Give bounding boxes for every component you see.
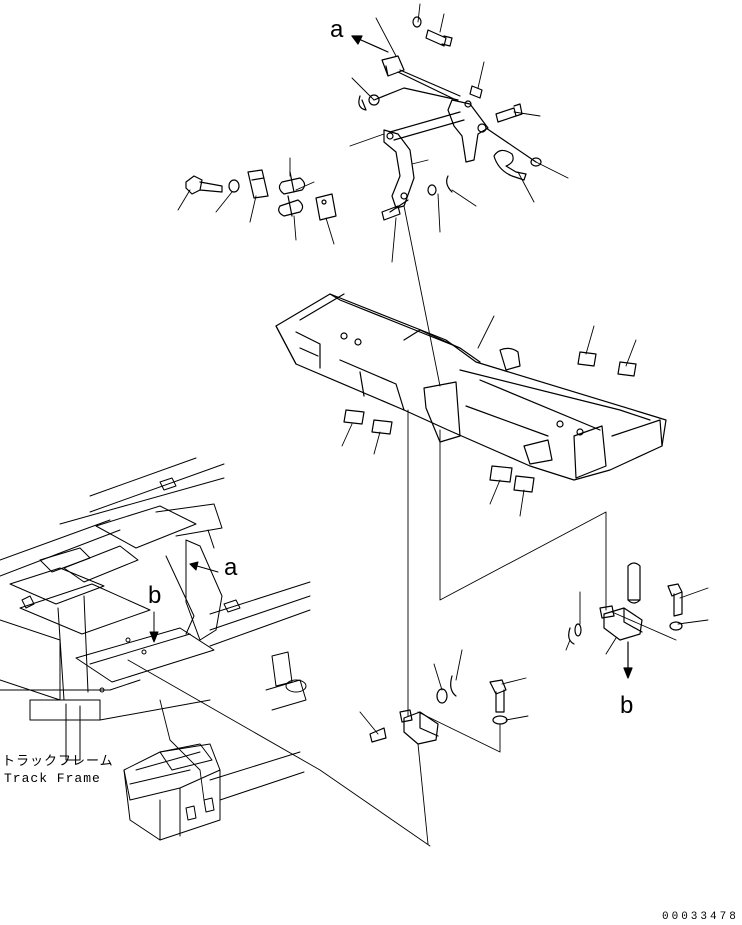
bushing-upper bbox=[278, 171, 306, 195]
pin-head-right bbox=[493, 149, 527, 181]
bracket-parts bbox=[177, 157, 337, 245]
bolt-top bbox=[425, 29, 453, 47]
washer-small-right bbox=[574, 623, 582, 637]
pin-top-right bbox=[469, 85, 483, 99]
washer-top bbox=[412, 16, 422, 28]
track-frame-view bbox=[0, 457, 431, 847]
cover-plate bbox=[315, 193, 337, 221]
label-plate-3 bbox=[343, 409, 365, 425]
washer-right-low bbox=[669, 621, 683, 631]
track-frame-label-english: Track Frame bbox=[4, 771, 101, 786]
bolt-lower bbox=[489, 679, 507, 713]
lever-arm bbox=[383, 129, 415, 209]
routing-line-upper bbox=[403, 205, 441, 387]
washer-middle bbox=[427, 184, 437, 196]
clip-right bbox=[568, 627, 575, 645]
link-rod bbox=[389, 69, 465, 141]
label-plate-2 bbox=[617, 361, 637, 377]
bushing-lower bbox=[278, 195, 304, 217]
washer-lower-right bbox=[492, 715, 508, 725]
clip-lower bbox=[450, 675, 457, 697]
bolt-vertical-right bbox=[667, 583, 683, 617]
bolt-right bbox=[495, 103, 523, 123]
washer-right bbox=[530, 157, 542, 167]
lower-bracket-group bbox=[359, 649, 529, 845]
drawing-number: 00033478 bbox=[662, 911, 739, 923]
label-plate-4 bbox=[371, 419, 393, 435]
callout-a-frame: a bbox=[224, 554, 238, 581]
right-bracket-group bbox=[565, 562, 709, 679]
clamp-plate bbox=[247, 169, 269, 199]
clip-left bbox=[358, 95, 367, 111]
pin-lower bbox=[381, 205, 401, 221]
callout-b-frame: b bbox=[148, 582, 162, 609]
bracket-box-lower bbox=[403, 711, 439, 745]
bracket-box-right bbox=[603, 607, 643, 641]
label-plate-1 bbox=[577, 351, 597, 367]
washer-left bbox=[368, 94, 380, 106]
washer-bolt-left bbox=[228, 179, 240, 193]
pin-vertical bbox=[627, 562, 641, 604]
bracket-top bbox=[381, 55, 405, 77]
main-beam bbox=[275, 205, 667, 717]
linkage-assembly bbox=[349, 3, 569, 263]
bolt-left bbox=[185, 175, 223, 195]
clip-middle bbox=[446, 175, 453, 193]
callout-b-right: b bbox=[620, 692, 634, 719]
routing-line-box bbox=[439, 429, 607, 611]
washer-lower bbox=[436, 688, 448, 704]
track-frame-label-japanese: トラックフレーム bbox=[2, 753, 114, 768]
callout-a-top: a bbox=[330, 16, 344, 43]
label-plate-5 bbox=[489, 465, 513, 483]
label-plate-6 bbox=[513, 475, 535, 493]
pin-lower-left bbox=[369, 727, 387, 743]
bell-crank bbox=[447, 99, 489, 163]
